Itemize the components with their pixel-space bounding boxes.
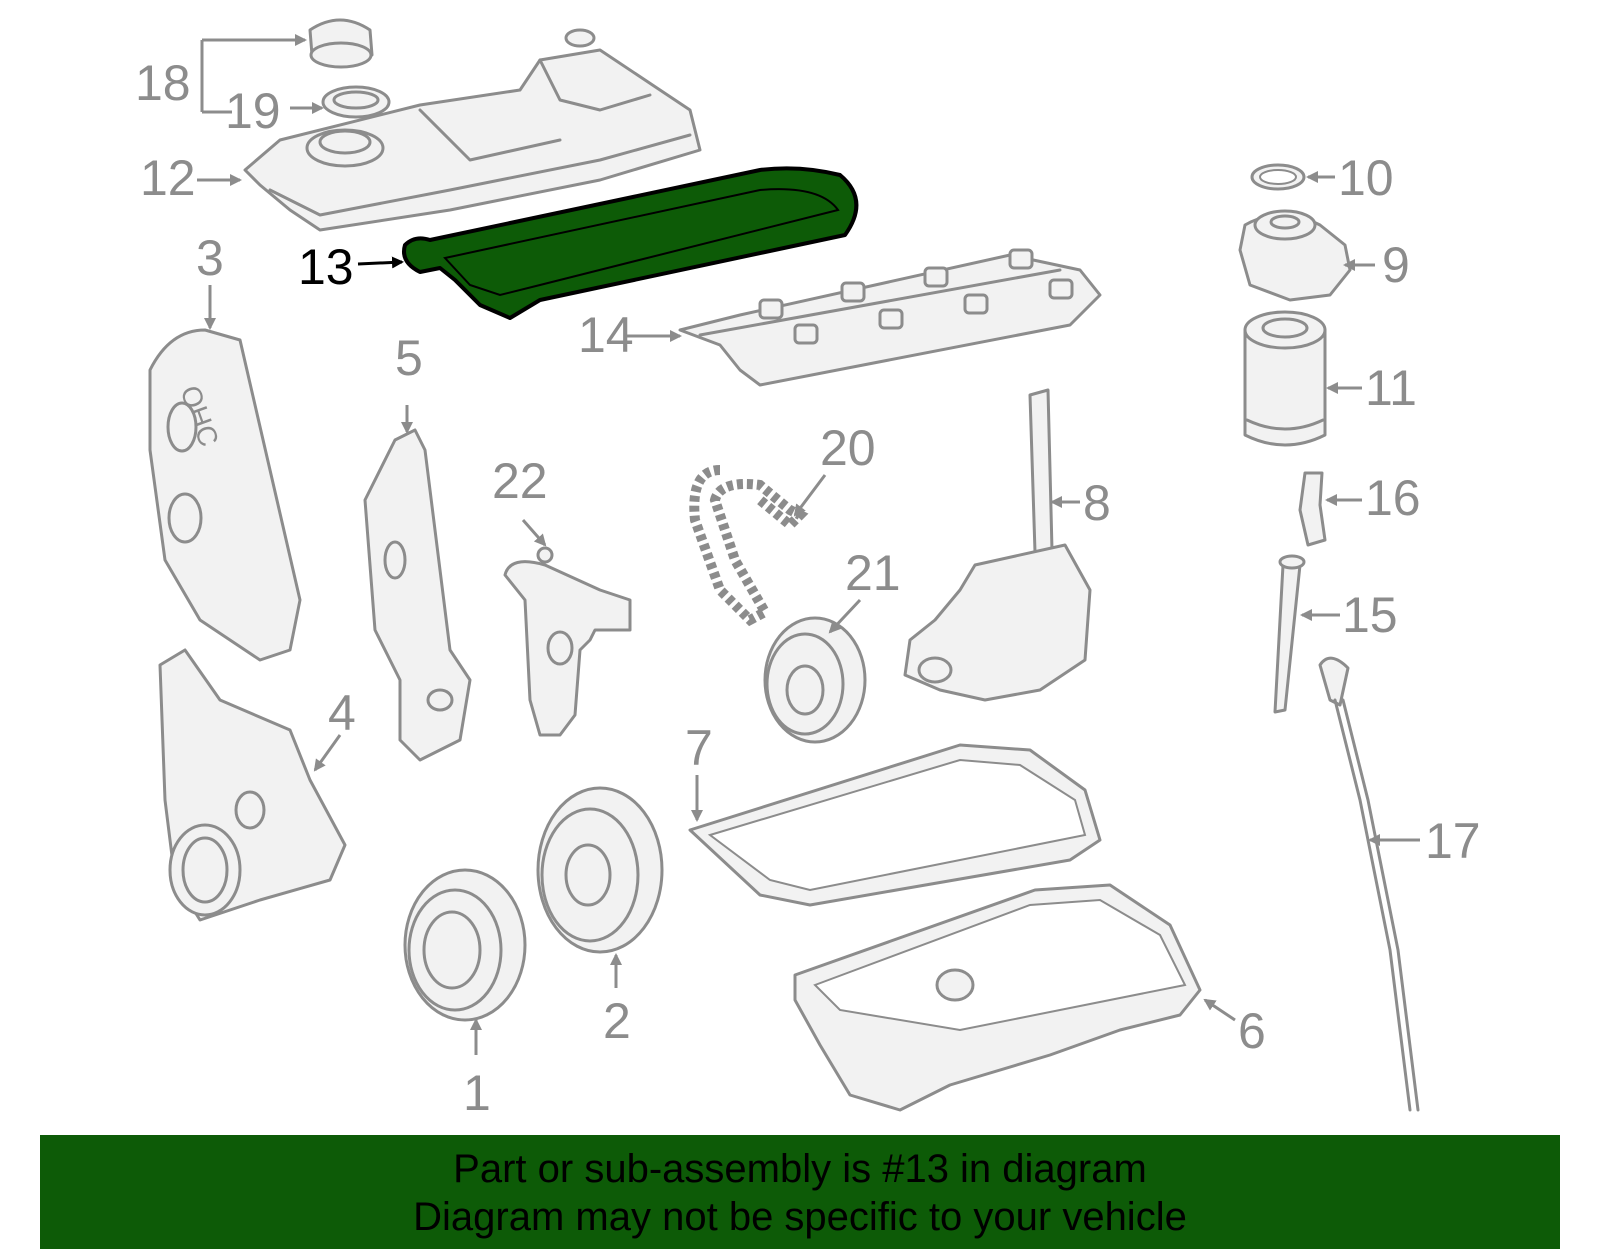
callout-19: 19 [225, 83, 281, 139]
banner-line-disclaimer: Diagram may not be specific to your vehi… [413, 1195, 1187, 1239]
cap-seal-part-19 [321, 85, 391, 119]
dipstick-tube-top-part-16 [1298, 471, 1327, 547]
tensioner-bracket-part-22 [503, 546, 632, 737]
callout-17: 17 [1425, 813, 1481, 869]
callout-18: 18 [135, 55, 191, 111]
info-banner: Part or sub-assembly is #13 in diagram D… [40, 1135, 1560, 1249]
callout-22: 22 [492, 453, 548, 509]
callout-12: 12 [140, 150, 196, 206]
oil-pan-part-6 [793, 883, 1202, 1112]
crankshaft-pulley-part-2 [536, 786, 664, 954]
callout-20: 20 [820, 420, 876, 476]
valve-cover-part-12 [243, 28, 702, 232]
callout-1: 1 [463, 1065, 491, 1121]
head-cover-part-14 [678, 248, 1102, 387]
leader-lines [197, 40, 1420, 1055]
dipstick-tube-part-15 [1273, 554, 1306, 714]
belt-guard-part-5 [363, 428, 472, 762]
oil-filler-cap-part-18 [308, 18, 374, 69]
timing-cover-upper-part-3: OHC [148, 328, 302, 662]
callout-14: 14 [578, 307, 634, 363]
callout-11: 11 [1365, 360, 1417, 416]
pulley-part-1 [403, 868, 527, 1022]
callout-3: 3 [196, 230, 224, 286]
callout-8: 8 [1083, 475, 1111, 531]
callout-9: 9 [1382, 237, 1410, 293]
callout-21: 21 [845, 545, 901, 601]
timing-belt-part-20 [689, 465, 809, 627]
callout-6: 6 [1238, 1003, 1266, 1059]
parts-diagram: OHC [135, 18, 1481, 1121]
callout-10: 10 [1338, 150, 1394, 206]
o-ring-part-10 [1250, 163, 1306, 191]
callout-15: 15 [1342, 587, 1398, 643]
oil-pan-gasket-part-7 [688, 743, 1102, 907]
callout-13: 13 [298, 239, 354, 295]
valve-cover-gasket-part-13 [402, 166, 859, 320]
oil-pump-part-8 [903, 388, 1092, 702]
tensioner-pulley-part-21 [763, 616, 867, 744]
callout-2: 2 [603, 993, 631, 1049]
banner-line-part-number: Part or sub-assembly is #13 in diagram [453, 1147, 1147, 1191]
oil-filter-part-11 [1243, 310, 1327, 447]
callout-7: 7 [685, 720, 713, 776]
callout-16: 16 [1365, 470, 1421, 526]
timing-cover-lower-part-4 [158, 648, 347, 922]
callout-5: 5 [395, 330, 423, 386]
filter-housing-part-9 [1238, 209, 1352, 302]
callout-4: 4 [328, 685, 356, 741]
dipstick-part-17 [1318, 656, 1420, 1112]
